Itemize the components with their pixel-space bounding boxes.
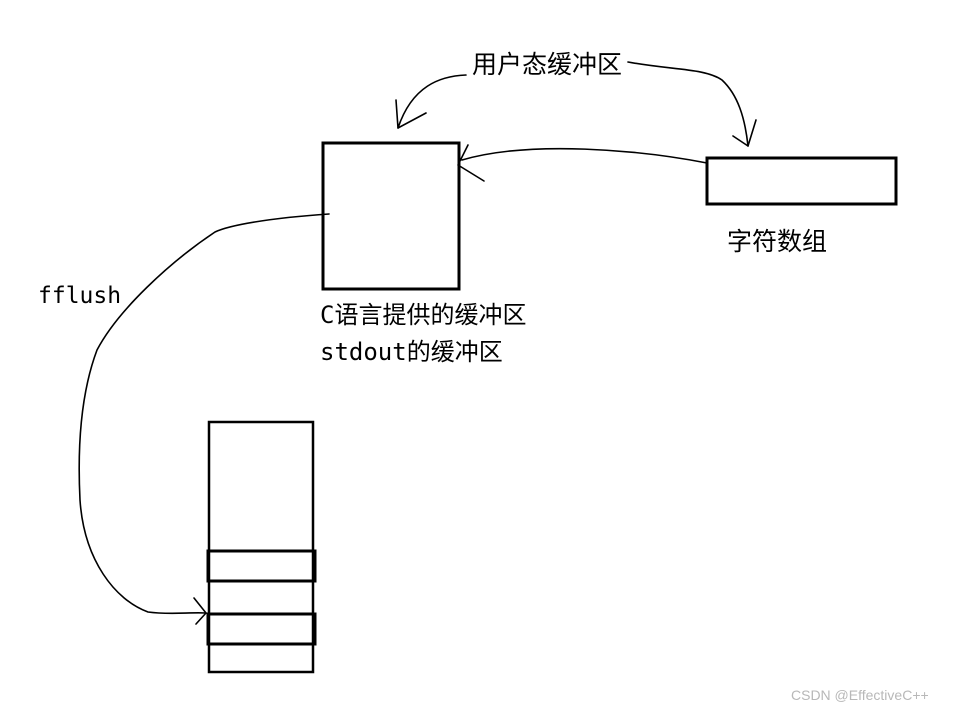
arrow-array-to-buffer-head (457, 144, 485, 182)
c-buffer-box (321, 141, 461, 291)
arrow-user-buffer-left (397, 74, 467, 129)
kernel-buffer-slot (206, 612, 317, 646)
c-buffer-label-prefix: C (320, 301, 335, 329)
char-array-box (705, 156, 898, 206)
arrow-array-to-buffer (461, 147, 708, 164)
stdout-buffer-label-rest: 的缓冲区 (406, 338, 503, 366)
fflush-label: fflush (38, 283, 122, 309)
c-buffer-label: C语言提供的缓冲区 (320, 303, 526, 327)
watermark: CSDN @EffectiveC++ (791, 687, 929, 703)
arrow-user-buffer-right-head (732, 119, 757, 147)
kernel-buffer-stack (206, 420, 317, 674)
char-array-label: 字符数组 (727, 227, 828, 256)
arrow-user-buffer-left-head (395, 99, 427, 129)
arrow-fflush (78, 213, 330, 615)
kernel-buffer-column (207, 420, 315, 674)
user-buffer-label: 用户态缓冲区 (472, 50, 623, 79)
arrow-fflush-head (193, 597, 207, 625)
kernel-buffer-slot (206, 549, 317, 583)
c-buffer-label-rest: 语言提供的缓冲区 (334, 301, 527, 329)
stdout-buffer-label: stdout的缓冲区 (320, 340, 503, 364)
arrow-user-buffer-right (627, 61, 749, 147)
stdout-buffer-label-prefix: stdout (320, 338, 407, 366)
